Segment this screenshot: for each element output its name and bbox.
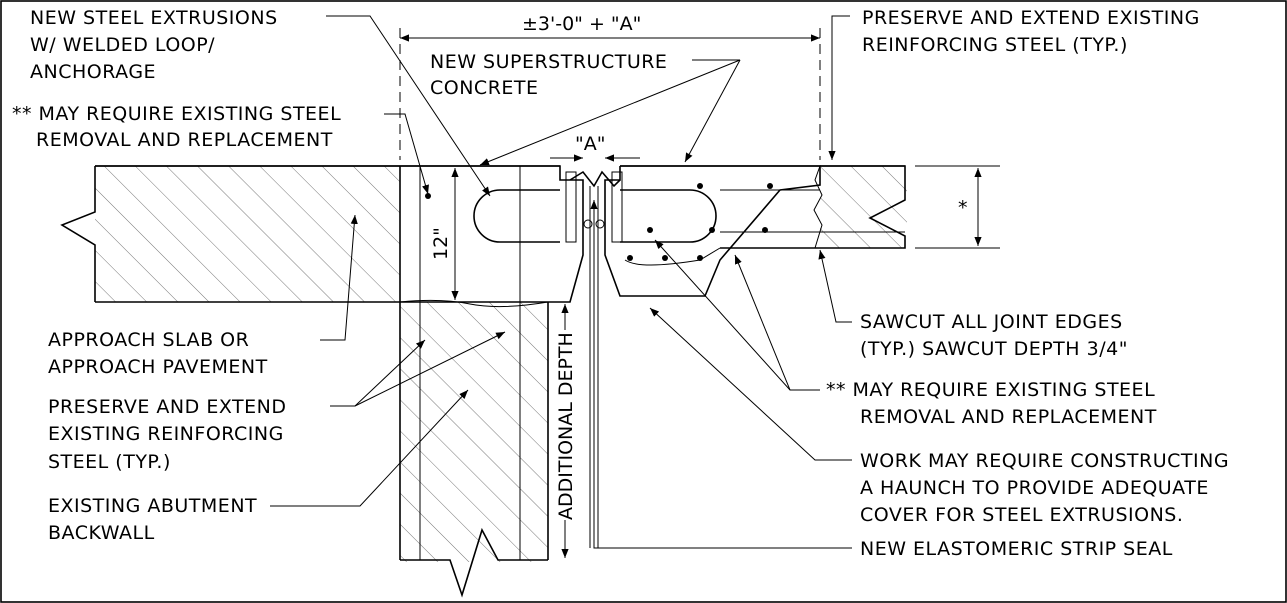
svg-text:(TYP.) SAWCUT DEPTH 3/4": (TYP.) SAWCUT DEPTH 3/4" (860, 338, 1128, 360)
label-may-require-left: ** MAY REQUIRE EXISTING STEEL REMOVAL AN… (12, 103, 341, 151)
svg-text:WORK MAY REQUIRE CONSTRUCTING: WORK MAY REQUIRE CONSTRUCTING (860, 450, 1229, 472)
svg-text:A HAUNCH TO PROVIDE ADEQUATE: A HAUNCH TO PROVIDE ADEQUATE (860, 477, 1209, 499)
svg-text:APPROACH PAVEMENT: APPROACH PAVEMENT (48, 356, 268, 378)
svg-text:SAWCUT ALL JOINT EDGES: SAWCUT ALL JOINT EDGES (860, 311, 1123, 333)
svg-text:APPROACH SLAB OR: APPROACH SLAB OR (48, 329, 249, 351)
svg-text:BACKWALL: BACKWALL (48, 522, 155, 544)
svg-text:W/ WELDED LOOP/: W/ WELDED LOOP/ (30, 34, 215, 56)
label-approach-slab: APPROACH SLAB OR APPROACH PAVEMENT (48, 329, 268, 378)
dimension-star: * (915, 165, 1000, 249)
svg-text:REMOVAL AND REPLACEMENT: REMOVAL AND REPLACEMENT (860, 406, 1157, 428)
svg-text:EXISTING REINFORCING: EXISTING REINFORCING (48, 423, 284, 445)
svg-text:NEW ELASTOMERIC STRIP SEAL: NEW ELASTOMERIC STRIP SEAL (860, 538, 1173, 560)
svg-text:** MAY REQUIRE EXISTING STEEL: ** MAY REQUIRE EXISTING STEEL (826, 379, 1155, 401)
rebar-dots (425, 183, 773, 261)
svg-text:REMOVAL AND REPLACEMENT: REMOVAL AND REPLACEMENT (36, 129, 333, 151)
label-preserve-left: PRESERVE AND EXTEND EXISTING REINFORCING… (48, 396, 286, 473)
label-superstructure: NEW SUPERSTRUCTURE CONCRETE (430, 51, 667, 99)
loop-anchorage-right (620, 189, 717, 243)
dim-additional-depth-text: ADDITIONAL DEPTH (555, 332, 577, 520)
label-haunch: WORK MAY REQUIRE CONSTRUCTING A HAUNCH T… (860, 450, 1229, 526)
loop-anchorage-left (473, 189, 560, 243)
dimension-overall: ±3'-0" + "A" (399, 13, 821, 160)
dim-star-text: * (958, 197, 968, 219)
svg-text:EXISTING ABUTMENT: EXISTING ABUTMENT (48, 495, 257, 517)
svg-text:NEW STEEL EXTRUSIONS: NEW STEEL EXTRUSIONS (30, 7, 278, 29)
svg-text:PRESERVE AND EXTEND EXISTING: PRESERVE AND EXTEND EXISTING (862, 7, 1200, 29)
label-may-require-right: ** MAY REQUIRE EXISTING STEEL REMOVAL AN… (826, 379, 1157, 428)
dimension-gap: "A" (550, 133, 640, 162)
svg-text:** MAY REQUIRE EXISTING STEEL: ** MAY REQUIRE EXISTING STEEL (12, 103, 341, 125)
dimension-depth: 12" (430, 168, 459, 300)
label-sawcut: SAWCUT ALL JOINT EDGES (TYP.) SAWCUT DEP… (860, 311, 1128, 360)
label-strip-seal: NEW ELASTOMERIC STRIP SEAL (860, 538, 1173, 560)
dimension-additional-depth: ADDITIONAL DEPTH (553, 304, 577, 558)
strip-seal (569, 170, 621, 188)
sawcut-line (813, 165, 823, 249)
existing-deck-right (720, 165, 907, 249)
svg-text:STEEL (TYP.): STEEL (TYP.) (48, 451, 171, 473)
label-steel-extrusions: NEW STEEL EXTRUSIONS W/ WELDED LOOP/ ANC… (30, 7, 278, 83)
svg-text:NEW SUPERSTRUCTURE: NEW SUPERSTRUCTURE (430, 51, 667, 73)
new-concrete-left (399, 165, 584, 308)
dim-gap-text: "A" (575, 133, 605, 155)
dim-depth-text: 12" (430, 227, 452, 260)
svg-text:CONCRETE: CONCRETE (430, 77, 539, 99)
leaders (270, 15, 852, 549)
label-preserve-top: PRESERVE AND EXTEND EXISTING REINFORCING… (862, 7, 1200, 56)
svg-text:PRESERVE AND EXTEND: PRESERVE AND EXTEND (48, 396, 286, 418)
svg-text:COVER FOR STEEL EXTRUSIONS.: COVER FOR STEEL EXTRUSIONS. (860, 504, 1183, 526)
svg-text:ANCHORAGE: ANCHORAGE (30, 61, 156, 83)
abutment-backwall (399, 166, 549, 598)
label-abutment: EXISTING ABUTMENT BACKWALL (48, 495, 257, 544)
svg-text:REINFORCING STEEL (TYP.): REINFORCING STEEL (TYP.) (862, 34, 1128, 56)
dim-overall-text: ±3'-0" + "A" (522, 13, 641, 35)
